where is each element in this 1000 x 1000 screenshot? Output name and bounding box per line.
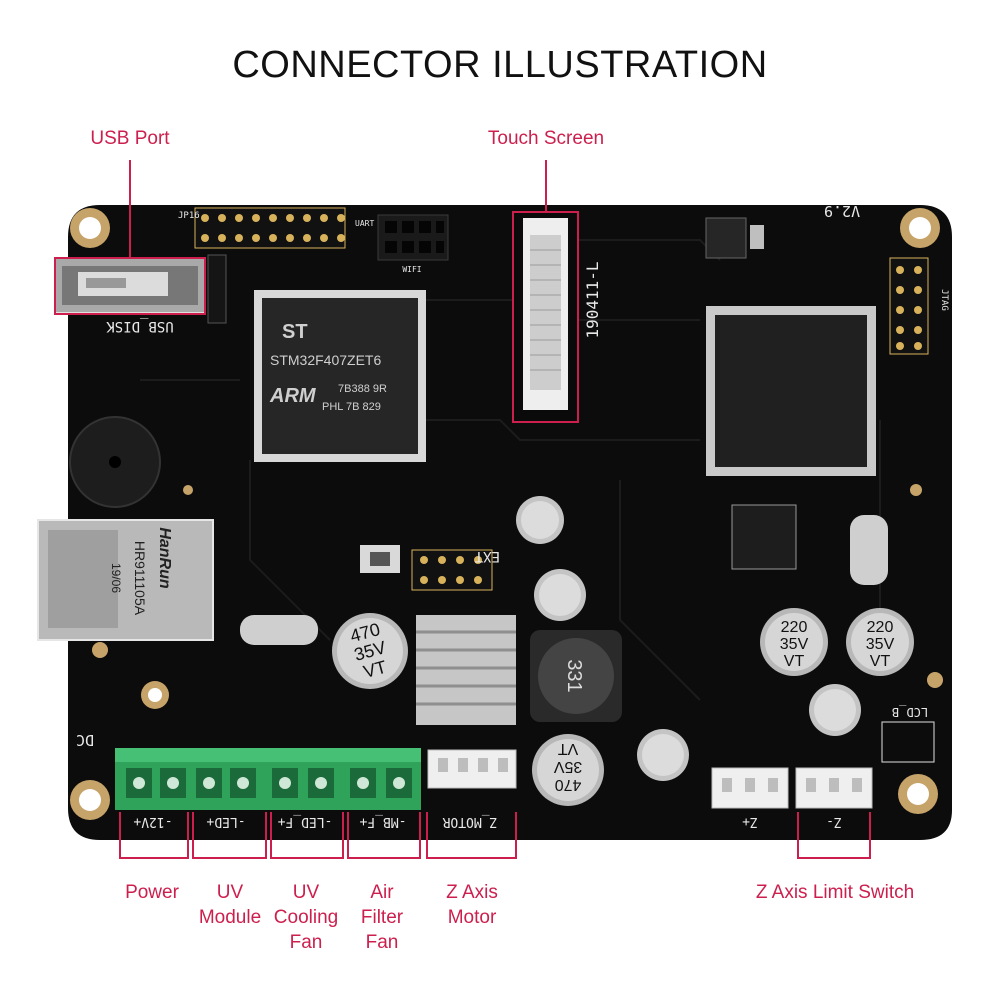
callout-uv-cooling-line2: Cooling <box>273 907 339 928</box>
svg-text:VT: VT <box>558 740 579 757</box>
callout-lines <box>54 160 871 859</box>
capacitor-220-right: 220 35V VT <box>846 608 914 676</box>
svg-text:35V: 35V <box>553 758 582 775</box>
silk-mb-f: -MB_F+ <box>359 814 406 829</box>
mcu-date-code: PHL 7B 829 <box>322 401 381 413</box>
ext-silkscreen: EXT <box>474 548 500 564</box>
heatsink <box>416 615 516 725</box>
ethernet-date: 19/06 <box>109 563 123 593</box>
mounting-holes <box>70 208 943 820</box>
callout-air-filter-fan: Air Filter Fan <box>342 880 422 955</box>
secondary-chip <box>706 306 876 476</box>
jp16-silkscreen: JP16 <box>178 211 200 221</box>
buzzer <box>69 416 161 508</box>
callout-usb-port: USB Port <box>90 128 170 149</box>
callout-touch-screen: Touch Screen <box>487 128 605 149</box>
touch-screen-connector <box>513 212 578 422</box>
callout-z-motor-line2: Motor <box>447 907 497 928</box>
cap-220-b-series: VT <box>870 653 891 670</box>
capacitor-220-left: 220 35V VT <box>760 608 828 676</box>
callout-uv-module: UV Module <box>190 880 270 930</box>
cap-220-a-voltage: 35V <box>780 636 809 653</box>
ribbon-part-silkscreen: 190411-L <box>583 261 602 338</box>
silk-z-motor: Z_MOTOR <box>442 814 497 829</box>
st-logo: ST <box>282 321 308 343</box>
callout-air-filter-line1: Air <box>370 882 394 903</box>
ethernet-part: HR911105A <box>132 541 148 616</box>
uart-silkscreen: UART <box>355 219 374 228</box>
reset-button-cap <box>370 552 390 566</box>
mcu-part-number: STM32F407ZET6 <box>270 352 381 368</box>
ext-header <box>411 549 493 591</box>
inductor-value: 331 <box>563 659 585 692</box>
silk-led-f: -LED_F+ <box>277 814 332 829</box>
bottom-silkscreen: -12V+ -LED+ -LED_F+ -MB_F+ Z_MOTOR Z+ Z-… <box>76 731 842 829</box>
callout-uv-module-line2: Module <box>198 907 262 928</box>
jtag-silkscreen: JTAG <box>939 289 949 311</box>
mcu-chip: ST STM32F407ZET6 ARM 7B388 9R PHL 7B 829 <box>254 290 426 462</box>
callout-air-filter-line2: Filter <box>360 907 404 928</box>
z-limit-connectors <box>711 767 873 809</box>
callout-z-motor-line1: Z Axis <box>446 882 498 903</box>
cap-220-b-voltage: 35V <box>866 636 895 653</box>
ethernet-port: HanRun HR911105A 19/06 <box>37 519 214 641</box>
terminal-block <box>115 748 421 810</box>
silk-dc: DC <box>76 731 94 749</box>
jtag-header <box>889 257 929 355</box>
callout-power: Power <box>125 882 179 903</box>
arm-logo: ARM <box>269 385 317 407</box>
cap-220-b-value: 220 <box>867 619 894 636</box>
callout-uv-cooling-fan: UV Cooling Fan <box>266 880 346 955</box>
crystal-2 <box>850 515 888 585</box>
regulator <box>705 217 764 259</box>
silk-led: -LED+ <box>206 814 245 829</box>
callout-uv-cooling-line3: Fan <box>289 932 323 953</box>
lcd-b-jumper <box>881 721 935 763</box>
svg-text:470: 470 <box>555 776 582 793</box>
callout-z-axis-limit-switch: Z Axis Limit Switch <box>755 882 915 903</box>
wifi-silkscreen: WIFI <box>402 265 421 274</box>
ethernet-brand: HanRun <box>156 527 173 589</box>
silk-z-minus: Z- <box>826 814 842 829</box>
capacitor-470-right: 470 35V VT <box>532 734 604 806</box>
switch-header <box>207 254 227 324</box>
callout-z-axis-motor: Z Axis Motor <box>422 880 522 930</box>
silk-12v: -12V+ <box>133 814 172 829</box>
usb-silkscreen: USB_DISK <box>106 318 174 334</box>
inductor: 331 <box>530 630 622 722</box>
uart-header <box>194 207 346 249</box>
small-capacitors <box>516 496 861 781</box>
silk-z-plus: Z+ <box>742 814 758 829</box>
cap-220-a-series: VT <box>784 653 805 670</box>
version-silkscreen: V2.9 <box>824 202 860 220</box>
capacitor-470-left: 470 35V VT <box>332 613 408 689</box>
wifi-header <box>377 214 449 261</box>
z-motor-connector <box>427 749 517 789</box>
usb-port <box>54 257 206 314</box>
cap-220-a-value: 220 <box>781 619 808 636</box>
small-chip <box>731 504 797 570</box>
mcu-lot-number: 7B388 9R <box>338 383 387 395</box>
lcd-b-silkscreen: LCD_B <box>892 705 928 719</box>
crystal <box>240 615 318 645</box>
callout-air-filter-line3: Fan <box>365 932 399 953</box>
callout-uv-cooling-line1: UV <box>292 882 320 903</box>
callout-uv-module-line1: UV <box>216 882 244 903</box>
page-title: CONNECTOR ILLUSTRATION <box>232 44 768 86</box>
